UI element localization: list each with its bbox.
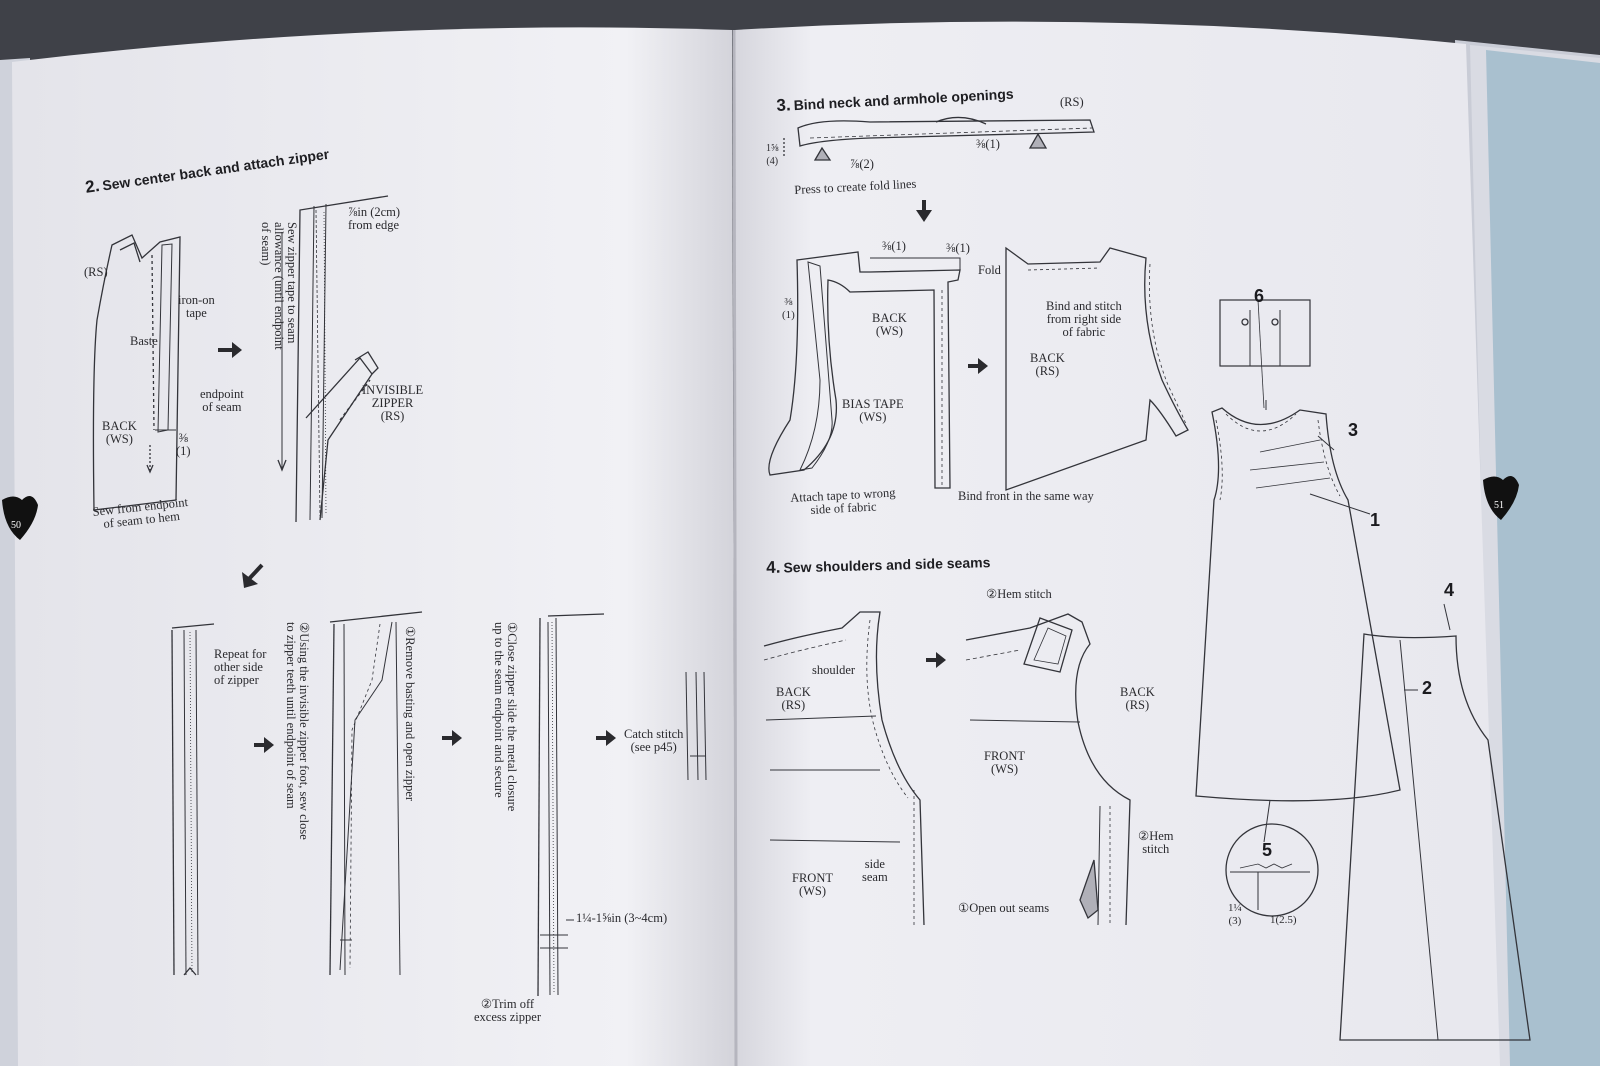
fig2d-remove-basting-label: ①Remove basting and open zipper [403, 626, 417, 802]
fig2f-catch-stitch-label: Catch stitch (see p45) [624, 727, 684, 754]
step3-number: 3. [776, 95, 792, 115]
step3-fold-back-rs-label: BACK (RS) [1030, 351, 1065, 378]
step4a-back-rs-label: BACK (RS) [776, 685, 811, 712]
step4b-hem-stitch-top-label: ②Hem stitch [986, 587, 1052, 601]
step3-bind-front-note: Bind front in the same way [958, 489, 1094, 503]
fig2a-endpoint-label: endpoint of seam [200, 387, 244, 414]
step3-bind-note: Bind and stitch from right side of fabri… [1046, 299, 1122, 339]
step4b-hem-stitch-side-label: ②Hem stitch [1138, 829, 1174, 856]
left-thumb-tab [2, 496, 38, 540]
step3-bias-tape-label: BIAS TAPE (WS) [842, 397, 904, 424]
fig2a-iron-on-tape-label: iron-on tape [178, 293, 215, 320]
left-page [12, 27, 735, 1066]
dress-hem-turn-label: 1(2.5) [1270, 914, 1297, 926]
step4b-open-out-seams-label: ①Open out seams [958, 901, 1050, 915]
step3-fold-label: Fold [978, 263, 1001, 277]
callout-6: 6 [1254, 286, 1265, 306]
fig2e-trim-length-label: 1¼-1⅝in (3~4cm) [576, 911, 668, 925]
left-page-number: 50 [11, 520, 21, 531]
fig2c-repeat-label: Repeat for other side of zipper [214, 647, 267, 687]
callout-1: 1 [1370, 510, 1381, 530]
callout-4: 4 [1444, 580, 1455, 600]
step3-tape-width-label: 1⅝ (4) [766, 143, 779, 167]
step2-number: 2. [84, 176, 101, 197]
callout-5: 5 [1262, 840, 1273, 860]
step4b-front-ws-label: FRONT (WS) [984, 749, 1025, 776]
step4a-side-seam-label: side seam [862, 857, 888, 884]
right-page-number: 51 [1494, 500, 1504, 511]
step3-back-ws-label: BACK (WS) [872, 311, 907, 338]
dress-hem-fold-label: 1¼ (3) [1228, 902, 1242, 927]
step3-back-fold-b-label: ⅜(1) [946, 241, 970, 255]
step3-tape-fold-b-label: ⅜(1) [976, 137, 1000, 151]
step3-tape-rs-label: (RS) [1060, 95, 1084, 109]
fig2a-baste-label: Baste [130, 334, 158, 348]
step4a-front-ws-label: FRONT (WS) [792, 871, 833, 898]
step4-title: Sew shoulders and side seams [783, 554, 991, 576]
fig2b-invisible-zipper-label: INVISIBLE ZIPPER (RS) [362, 383, 424, 423]
step4-number: 4. [766, 557, 781, 577]
callout-3: 3 [1348, 420, 1359, 440]
fig2e-close-slide-label: ①Close zipper slide the metal closure up… [492, 622, 519, 812]
fig2e-trim-excess-label: ②Trim off excess zipper [474, 997, 541, 1024]
step3-tape-fold-a-label: ⅞(2) [850, 157, 874, 171]
callout-2: 2 [1422, 678, 1433, 698]
step3-back-side-label: ⅜ (1) [782, 296, 795, 321]
right-thumb-tab [1483, 476, 1519, 520]
fig2d-using-foot-label: ②Using the invisible zipper foot, sew cl… [284, 622, 311, 840]
fig2a-rs-label: (RS) [84, 265, 108, 279]
step3-attach-note: Attach tape to wrong side of fabric [789, 485, 896, 517]
fig2b-distance-label: ⅞in (2cm) from edge [348, 205, 401, 232]
step3-back-fold-a-label: ⅜(1) [882, 239, 906, 253]
fig2a-seam-allowance-label: ⅜ (1) [176, 431, 191, 458]
step4a-shoulder-label: shoulder [812, 663, 856, 677]
fig2a-back-ws-label: BACK (WS) [102, 419, 137, 446]
fig2b-vertical-note: Sew zipper tape to seam allowance (until… [259, 222, 299, 350]
right-page [735, 21, 1500, 1066]
step4b-back-rs-label: BACK (RS) [1120, 685, 1155, 712]
